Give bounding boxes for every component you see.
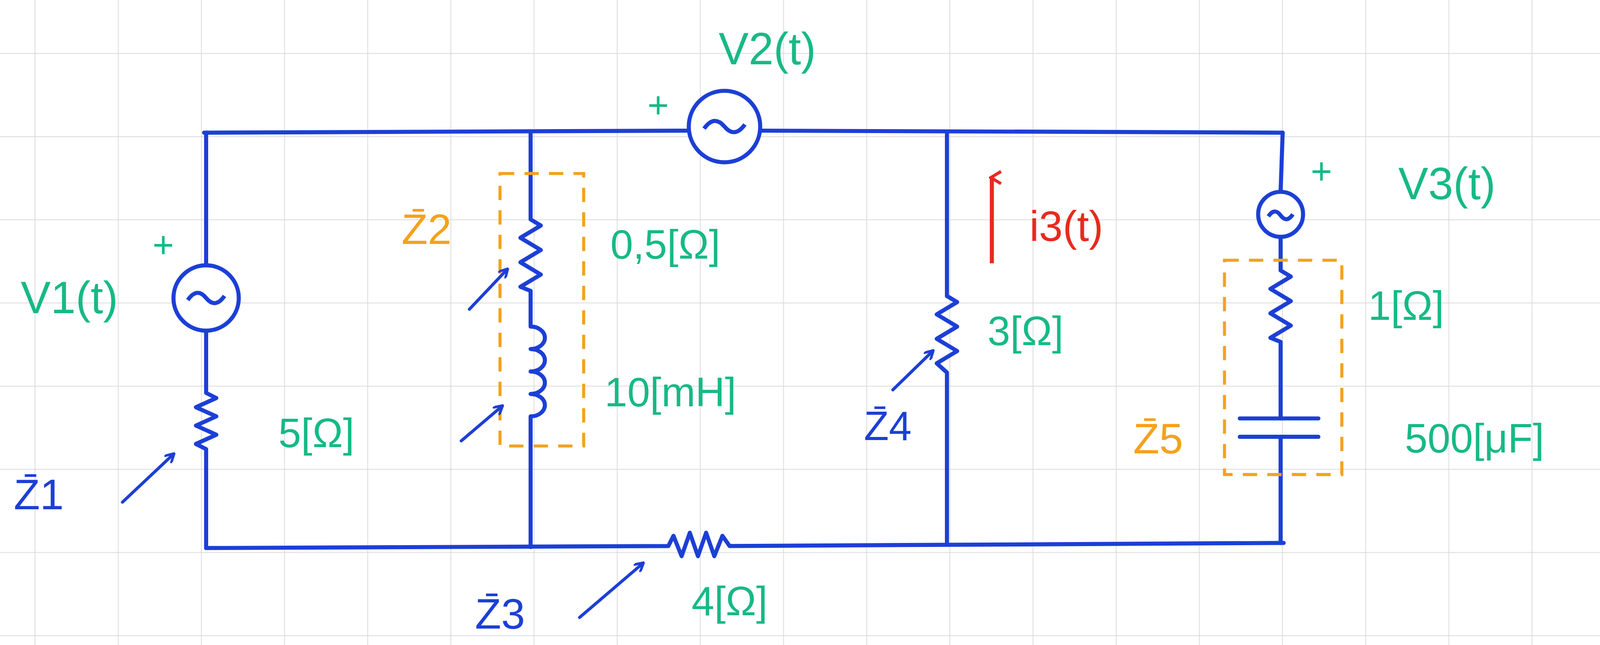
impedance-name: Z̄2 [401,208,452,252]
source-label: V1(t) [20,275,119,321]
component-value: 3[Ω] [987,311,1064,352]
leader-arrows [122,269,933,618]
impedance-name: Z̄3 [474,592,526,637]
component-value: 10[mH] [604,372,736,414]
source-label: V2(t) [718,26,816,72]
component-value: 4[Ω] [691,581,768,623]
impedance-name: Z̄1 [13,473,64,517]
component-value: 500[μF] [1404,418,1545,460]
component-value: 5[Ω] [278,413,355,455]
polarity-mark: + [152,226,174,264]
wires [195,130,1319,557]
component-value: 1[Ω] [1368,285,1445,327]
impedance-name: Z̄5 [1133,417,1184,461]
component-value: 0,5[Ω] [610,224,721,266]
current-label: i3(t) [1029,205,1103,249]
impedance-name: Z̄4 [864,406,912,447]
polarity-mark: + [1310,153,1332,190]
impedance-boxes [500,173,1343,475]
current-arrow [989,177,994,264]
source-label: V3(t) [1398,161,1496,206]
polarity-mark: + [647,86,669,124]
voltage-sources [173,90,1304,332]
